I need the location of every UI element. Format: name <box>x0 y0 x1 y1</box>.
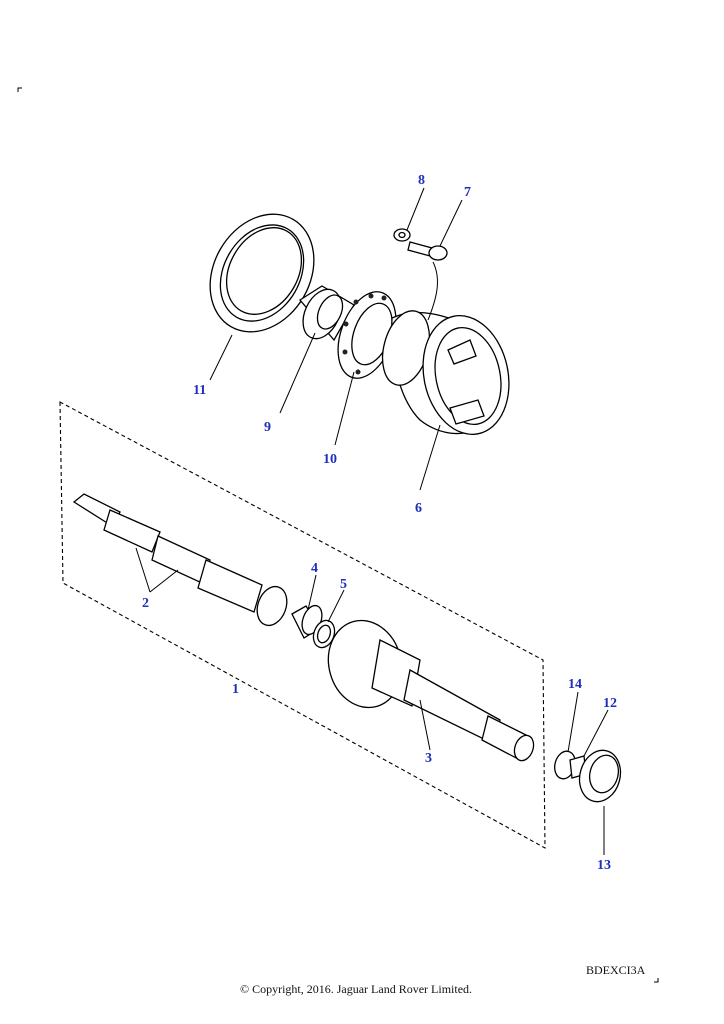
part-2-shaft <box>72 493 288 627</box>
callout-8: 8 <box>418 173 425 188</box>
callout-5: 5 <box>340 577 347 592</box>
callout-1: 1 <box>232 682 239 697</box>
corner-mark <box>654 978 659 983</box>
leader-lines <box>135 187 609 855</box>
callout-7: 7 <box>464 185 471 200</box>
part-3-cv-joint <box>327 619 535 762</box>
part-11-seal <box>209 213 315 333</box>
part-7-bolt <box>407 241 448 261</box>
part-6-housing <box>381 310 510 435</box>
callout-11: 11 <box>193 383 206 398</box>
callout-12: 12 <box>603 696 617 711</box>
bolt-path-line <box>427 261 438 321</box>
copyright-notice: © Copyright, 2016. Jaguar Land Rover Lim… <box>239 982 473 996</box>
part-9-bearing <box>299 285 355 342</box>
callout-6: 6 <box>415 501 422 516</box>
callout-4: 4 <box>311 561 318 576</box>
corner-mark <box>17 87 22 92</box>
assembly-outline <box>59 401 546 849</box>
callout-2: 2 <box>142 596 149 611</box>
callout-9: 9 <box>264 420 271 435</box>
reference-code: BDEXCI3A <box>586 963 646 977</box>
part-8-washer <box>393 228 411 242</box>
callout-3: 3 <box>425 751 432 766</box>
callout-10: 10 <box>323 452 337 467</box>
callout-13: 13 <box>597 858 611 873</box>
part-13-cap <box>578 749 622 803</box>
callout-14: 14 <box>568 677 582 692</box>
part-5-circlip <box>312 619 336 649</box>
